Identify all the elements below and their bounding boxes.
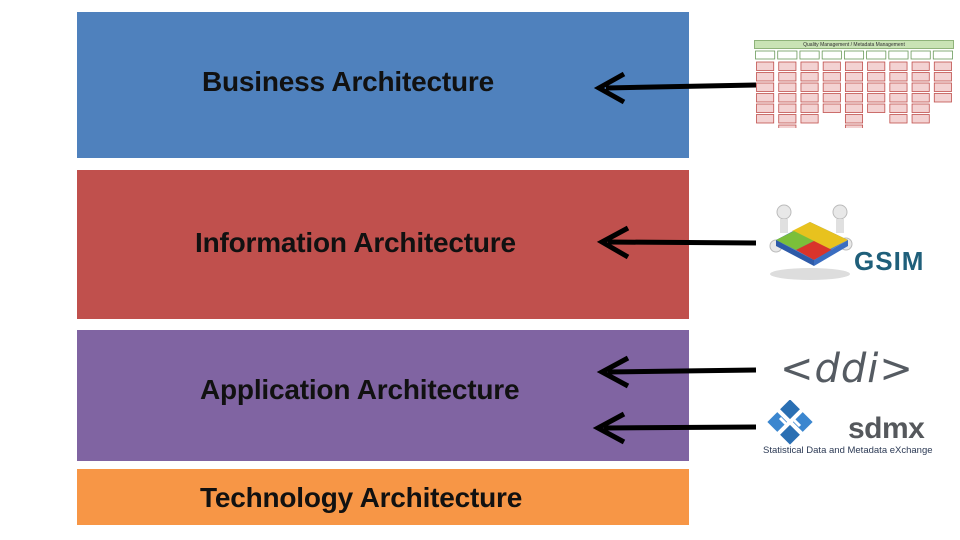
arrow-application-ddi	[596, 355, 757, 389]
arrow-application-sdmx	[592, 411, 757, 445]
business-architecture-label: Business Architecture	[202, 66, 494, 97]
gsbpm-logo: Quality Management / Metadata Management	[754, 40, 954, 128]
gsim-logo: GSIM	[762, 200, 948, 282]
arrow-information	[596, 225, 757, 260]
information-architecture-label: Information Architecture	[195, 227, 516, 258]
application-architecture-label: Application Architecture	[200, 374, 520, 405]
gsbpm-grid-icon	[755, 50, 953, 128]
sdmx-logo: sdmx Statistical Data and Metadata eXcha…	[758, 400, 954, 460]
sdmx-subtitle: Statistical Data and Metadata eXchange	[763, 445, 933, 456]
technology-architecture-label: Technology Architecture	[200, 482, 523, 513]
puzzle-people-icon	[769, 204, 853, 280]
business-architecture-layer: Business Architecture	[77, 12, 689, 158]
arrow-business	[593, 71, 757, 105]
ddi-logo: <ddi>	[780, 346, 914, 392]
gsbpm-header: Quality Management / Metadata Management	[754, 40, 954, 49]
application-architecture-layer: Application Architecture	[77, 330, 689, 461]
technology-architecture-layer: Technology Architecture	[77, 469, 689, 525]
gsim-wordmark: GSIM	[854, 246, 925, 276]
information-architecture-layer: Information Architecture	[77, 170, 689, 319]
sdmx-wordmark: sdmx	[848, 412, 925, 445]
sdmx-emblem-icon	[767, 400, 813, 445]
